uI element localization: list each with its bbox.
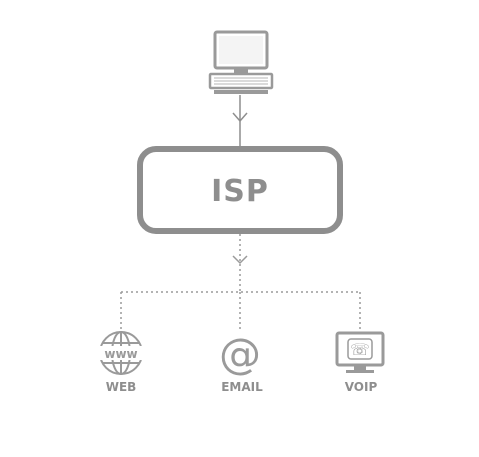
isp-label: ISP — [211, 174, 269, 209]
svg-text:@: @ — [219, 329, 261, 378]
svg-text:☏: ☏ — [350, 340, 370, 359]
voip-label: VOIP — [344, 380, 378, 394]
svg-text:www: www — [104, 347, 137, 361]
web-label: WEB — [105, 380, 137, 394]
connector-computer-isp — [232, 95, 248, 146]
desktop-computer-icon — [208, 30, 274, 94]
voip-monitor-icon: ☏ — [335, 331, 385, 373]
at-sign-icon: @ — [219, 329, 261, 378]
isp-box — [137, 146, 343, 234]
connector-isp-services — [120, 234, 361, 332]
email-label: EMAIL — [221, 380, 263, 394]
globe-www-icon: www — [98, 331, 144, 375]
